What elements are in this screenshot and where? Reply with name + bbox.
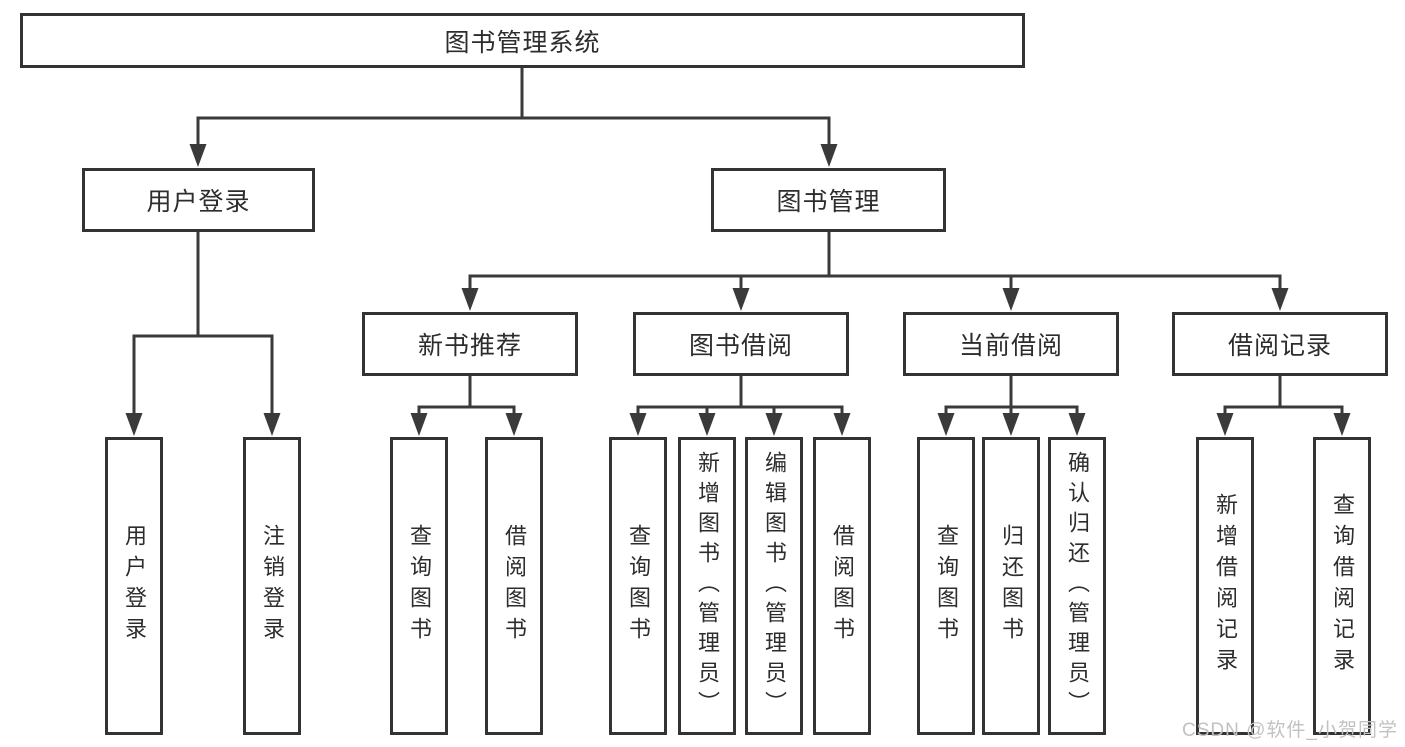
leaf-borrow-add-books-admin: 新增图书（管理员） [678, 437, 736, 735]
connector-root-to-level2 [189, 66, 838, 167]
leaf-borrow-edit-books-admin: 编辑图书（管理员） [745, 437, 803, 735]
leaf-records-query-record: 查询借阅记录 [1313, 437, 1371, 735]
connector-book-borrow-to-leaves [629, 374, 851, 436]
connector-new-book-recommend-to-leaves [410, 374, 523, 436]
leaf-current-query-books: 查询图书 [917, 437, 975, 735]
leaf-records-add-record: 新增借阅记录 [1196, 437, 1254, 735]
leaf-logout: 注销登录 [243, 437, 301, 735]
node-book-borrow: 图书借阅 [633, 312, 849, 376]
node-new-book-recommend: 新书推荐 [362, 312, 578, 376]
watermark: CSDN @软件_小贺同学 [1182, 720, 1398, 741]
leaf-recommend-query-books: 查询图书 [390, 437, 448, 735]
node-book-management: 图书管理 [711, 168, 946, 232]
leaf-recommend-borrow-books: 借阅图书 [485, 437, 543, 735]
node-root: 图书管理系统 [20, 13, 1025, 68]
node-current-borrow: 当前借阅 [903, 312, 1119, 376]
connector-user-login-to-leaves [125, 230, 281, 436]
leaf-current-return-books: 归还图书 [982, 437, 1040, 735]
connector-book-management-to-level3 [461, 230, 1289, 311]
node-user-login: 用户登录 [82, 168, 315, 232]
node-borrow-records: 借阅记录 [1172, 312, 1388, 376]
connector-borrow-records-to-leaves [1216, 374, 1351, 436]
leaf-borrow-query-books: 查询图书 [609, 437, 667, 735]
connector-current-borrow-to-leaves [937, 374, 1086, 436]
leaf-borrow-borrow-books: 借阅图书 [813, 437, 871, 735]
leaf-user-login: 用户登录 [105, 437, 163, 735]
leaf-current-confirm-return-admin: 确认归还（管理员） [1048, 437, 1106, 735]
